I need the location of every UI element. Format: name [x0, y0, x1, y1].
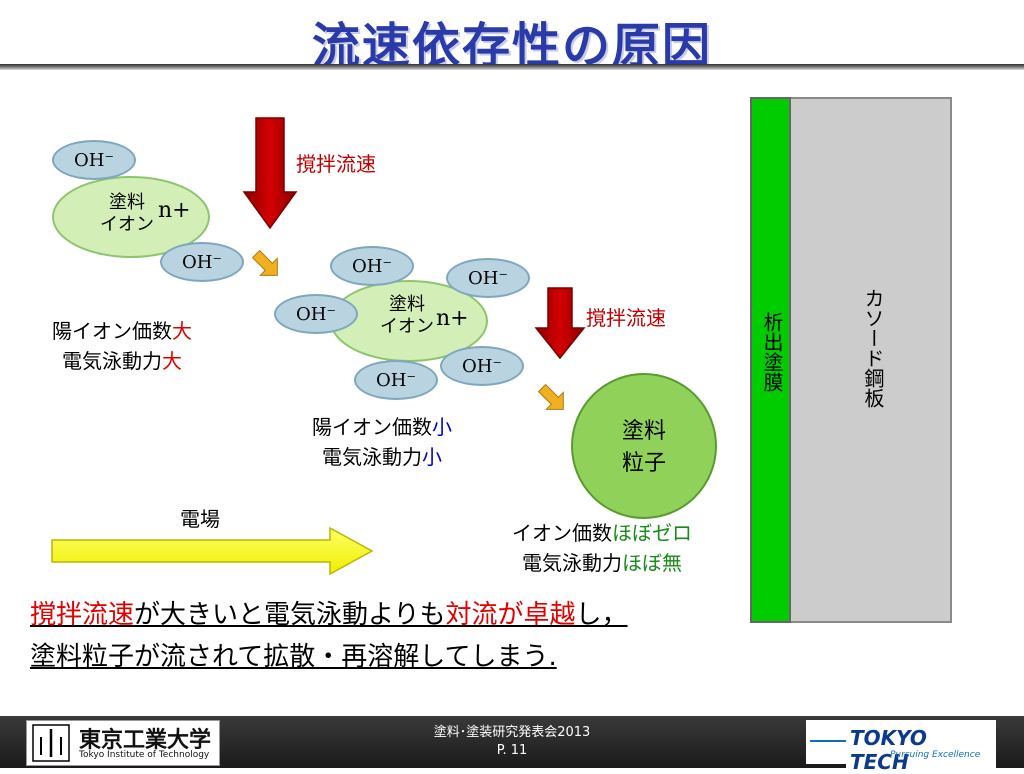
paint-ion-middle-label: 塗料 イオン — [380, 294, 434, 337]
stirring-arrow-2 — [534, 287, 586, 360]
cathode-plate-label: カソード鋼板 — [861, 288, 885, 408]
ion-charge-middle: n+ — [436, 306, 469, 331]
deposited-film-label: 析出塗膜 — [760, 312, 784, 392]
institution-emblem-icon — [32, 724, 70, 762]
electric-field-label: 電場 — [180, 507, 220, 531]
page-number: P. 11 — [496, 743, 528, 758]
tokyo-tech-wordmark: TOKYO TECH — [846, 726, 996, 774]
cathode-plate — [789, 97, 952, 623]
hydroxide-ion: OH⁻ — [354, 360, 438, 400]
middle-ion-description: 陽イオン価数小 電気泳動力小 — [312, 415, 452, 469]
diagonal-arrow-1 — [251, 249, 278, 276]
diagram-canvas — [51, 97, 952, 623]
institution-name-en: Tokyo Institute of Technology — [79, 750, 210, 760]
footer-center: 塗料･塗装研究発表会2013 P. 11 — [0, 724, 1024, 760]
conclusion-line-2: 塗料粒子が流されて拡散・再溶解してしまう. — [30, 642, 557, 672]
diagonal-arrow-2 — [537, 383, 564, 410]
electric-field-arrow — [51, 526, 374, 576]
tokyo-tech-logo: TOKYO TECH Pursuing Excellence — [806, 720, 996, 774]
event-name: 塗料･塗装研究発表会2013 — [433, 725, 591, 740]
hydroxide-ion: OH⁻ — [274, 294, 358, 334]
paint-ion-left-label: 塗料 イオン — [100, 192, 154, 235]
hydroxide-ion: OH⁻ — [52, 140, 136, 180]
deposited-film — [750, 97, 791, 623]
conclusion-line-1: 撹拌流速が大きいと電気泳動よりも対流が卓越し， — [30, 600, 628, 630]
title-divider — [0, 64, 1024, 70]
hydroxide-ion: OH⁻ — [446, 258, 530, 298]
hydroxide-ion: OH⁻ — [160, 242, 244, 282]
left-ion-description: 陽イオン価数大 電気泳動力大 — [52, 319, 192, 373]
particle-description: イオン価数ほぼゼロ 電気泳動力ほぼ無 — [512, 521, 692, 575]
institution-logo: 東京工業大学 Tokyo Institute of Technology — [26, 720, 220, 766]
tokyo-tech-tagline: Pursuing Excellence — [890, 750, 981, 760]
hydroxide-ion: OH⁻ — [330, 246, 414, 286]
stirring-label-2: 撹拌流速 — [586, 306, 666, 330]
paint-particle — [571, 373, 717, 519]
stirring-label-1: 撹拌流速 — [296, 152, 376, 176]
stirring-arrow-1 — [242, 117, 298, 230]
paint-particle-label: 塗料 粒子 — [621, 419, 666, 476]
institution-name-jp: 東京工業大学 — [79, 728, 212, 753]
hydroxide-ion: OH⁻ — [440, 346, 524, 386]
ion-charge-left: n+ — [158, 198, 191, 223]
